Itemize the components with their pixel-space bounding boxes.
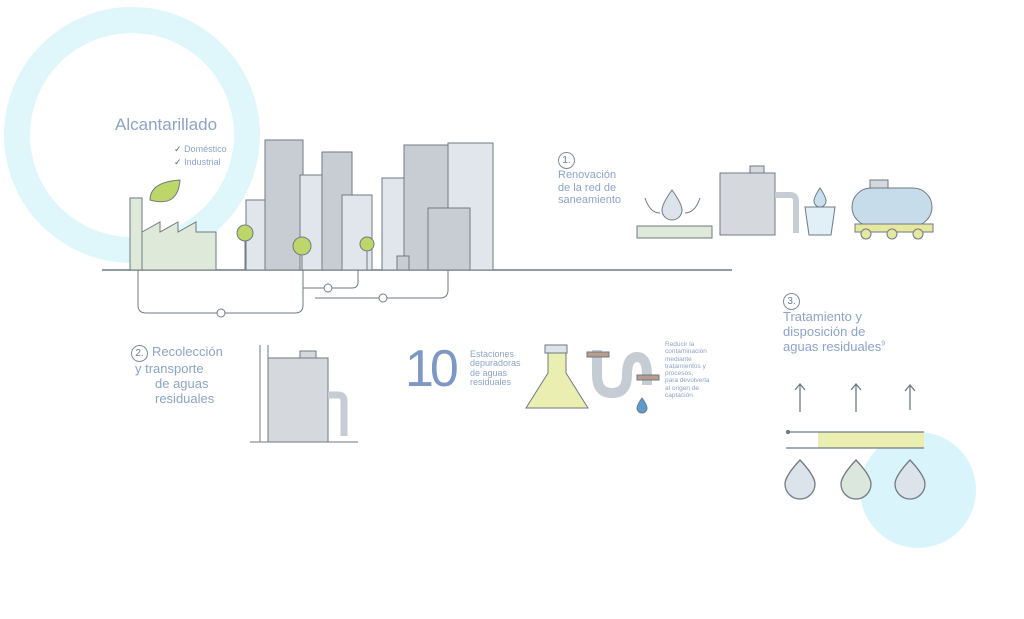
step3-label: 3. Tratamiento y disposición de aguas re…	[783, 293, 885, 355]
step1-number: 1.	[558, 152, 575, 169]
sewer-item-industrial: ✓ Industrial	[174, 157, 221, 167]
step2-label: 2.Recolección y transporte de aguas resi…	[131, 344, 223, 407]
tank-icon	[719, 165, 836, 236]
plants-count: 10	[405, 340, 459, 398]
collection-tank-icon	[250, 345, 358, 443]
sewer-pipes	[137, 270, 449, 318]
factory-icon	[129, 179, 217, 271]
sewer-item-domestic: ✓ Doméstico	[174, 144, 227, 154]
check-icon: ✓	[174, 157, 182, 167]
flask-icon	[525, 344, 589, 409]
step2-number: 2.	[131, 345, 148, 362]
sewer-title: Alcantarillado	[115, 115, 218, 134]
footnote-marker: 9	[881, 340, 886, 348]
step1-label: 1. Renovación de la red de saneamiento	[558, 152, 621, 207]
step3-number: 3.	[783, 293, 800, 310]
treatment-icon	[784, 382, 926, 500]
check-icon: ✓	[174, 144, 182, 154]
renovation-icon	[636, 189, 713, 239]
drain-pipe-icon	[586, 350, 660, 414]
tanker-truck-icon	[851, 179, 934, 240]
trees-icon	[236, 224, 375, 270]
